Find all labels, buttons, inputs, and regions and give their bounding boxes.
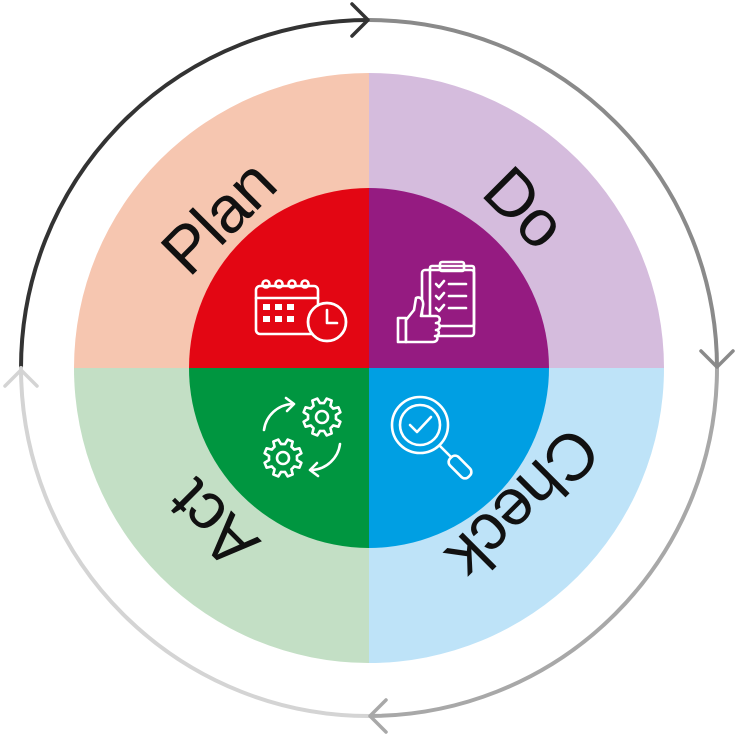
cycle-arc-top-right	[367, 18, 719, 370]
magnifier-check-icon	[390, 395, 473, 480]
arrowhead-top	[350, 2, 370, 38]
act-inner-sector	[189, 368, 369, 548]
arrowhead-bottom	[368, 698, 388, 734]
cycle-arc-bottom-left	[19, 366, 371, 718]
cycle-ring	[19, 18, 719, 718]
clipboard-thumbs-up-icon	[396, 260, 476, 344]
arrowhead-right	[699, 349, 735, 369]
cycle-arc-bottom-right	[367, 366, 719, 718]
cycle-arrowheads	[3, 2, 735, 734]
calendar-clock-icon	[254, 279, 348, 343]
cycle-arc-top-left	[19, 18, 371, 370]
gears-cycle-icon	[262, 396, 342, 478]
arrowhead-left	[3, 368, 39, 388]
